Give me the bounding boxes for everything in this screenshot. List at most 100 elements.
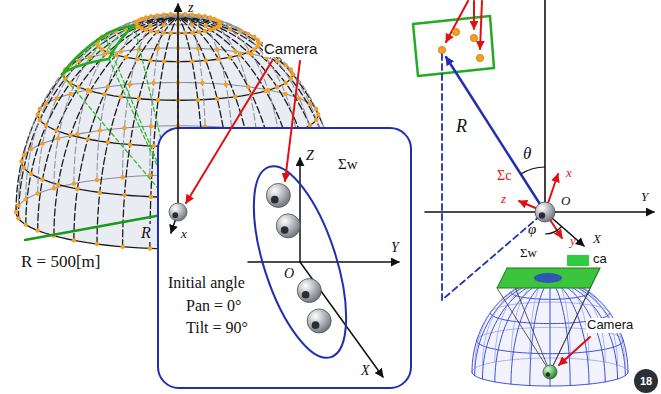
panel-text: Z [306,148,314,164]
grid-point [316,112,320,116]
grid-point [314,118,318,122]
pointer-arrow [480,1,482,49]
grid-point [56,136,60,140]
grid-point [86,137,90,141]
grid-point [135,57,139,61]
radius-label: R [455,116,468,137]
axis-label: z [500,192,507,207]
grid-point [88,89,92,93]
grid-point [75,132,79,136]
projection-line [442,54,540,300]
z-axis [177,4,179,212]
grid-point [204,58,208,62]
grid-point [54,96,58,100]
grid-point [256,44,260,48]
grid-point [19,159,23,163]
grid-point [128,142,132,146]
page-number: 18 [640,375,652,388]
grid-point [246,85,250,89]
grid-point [120,175,124,179]
grid-point [72,238,76,242]
target-point [470,34,477,41]
grid-point [252,35,256,39]
grid-point [169,31,173,35]
grid-point [183,31,187,35]
grid-point [264,89,268,93]
grid-point [14,210,18,214]
grid-point [176,31,180,35]
panel-illustration [157,127,412,389]
group-panel: Initial anglePan = 0°Tilt = 90°ZΣwYOX [157,127,412,389]
radius-label: R [140,224,152,242]
badge-circle [634,369,658,393]
pointer-arrow [186,61,272,203]
grid-point [36,228,40,232]
grid-point [238,53,242,57]
vertical-axis [544,0,546,212]
grid-point [149,29,153,33]
grid-point [106,140,110,144]
grid-point [162,23,166,27]
grid-point [314,107,318,111]
grid-point [144,28,148,32]
target-point [452,28,459,35]
grid-point [148,58,152,62]
panel-text: X [361,363,370,379]
angle-label: θ [522,144,532,164]
grid-point [208,28,212,32]
y-axis [248,261,399,263]
camera-lens [281,226,289,234]
grid-point [16,203,20,207]
target-blob [534,273,562,283]
grid-point [119,95,123,99]
grid-point [283,92,287,96]
axis-label: Y [640,190,649,205]
grid-point [256,38,260,42]
camera-sphere [169,203,187,221]
view-ray [550,288,590,372]
grid-point [169,12,173,16]
camera-frame-figure [413,0,654,300]
camera-sphere [535,202,555,222]
grid-point [122,126,126,130]
angle-label: φ [527,221,537,238]
grid-point [203,29,207,33]
meridian-line [482,280,550,379]
grid-point [40,177,44,181]
grid-point [249,92,253,96]
grid-point [203,14,207,18]
grid-point [176,22,180,26]
grid-point [176,59,180,63]
meridian-line [495,280,550,382]
grid-point [238,29,242,33]
grid-point [176,98,180,102]
axis-label: x [565,166,573,181]
grid-point [29,147,33,151]
grid-point [197,30,201,34]
meridian-line [18,17,178,218]
grid-point [197,13,201,17]
field-of-view-patch [62,26,135,75]
theta-arc [521,167,545,174]
grid-point [29,172,33,176]
grid-point [183,12,187,16]
grid-point [212,26,216,30]
axis-label: y [569,234,577,249]
grid-point [224,82,228,86]
panel-text: Initial angle [168,274,245,292]
grid-point [148,24,152,28]
grid-point [148,246,152,250]
grid-point [190,59,194,63]
grid-point [289,67,293,71]
grid-point [196,46,200,50]
meridian-line [482,280,550,365]
grid-point [68,92,72,96]
camera-lens [312,321,320,329]
panel-text: Σw [338,156,358,173]
page-number-badge: 18 [633,368,659,394]
dimension-label: R = 500[m] [20,252,101,272]
panel-text: Pan = 0° [186,297,241,315]
grid-point [161,12,165,16]
camera-sphere [297,279,321,303]
grid-point [40,141,44,145]
